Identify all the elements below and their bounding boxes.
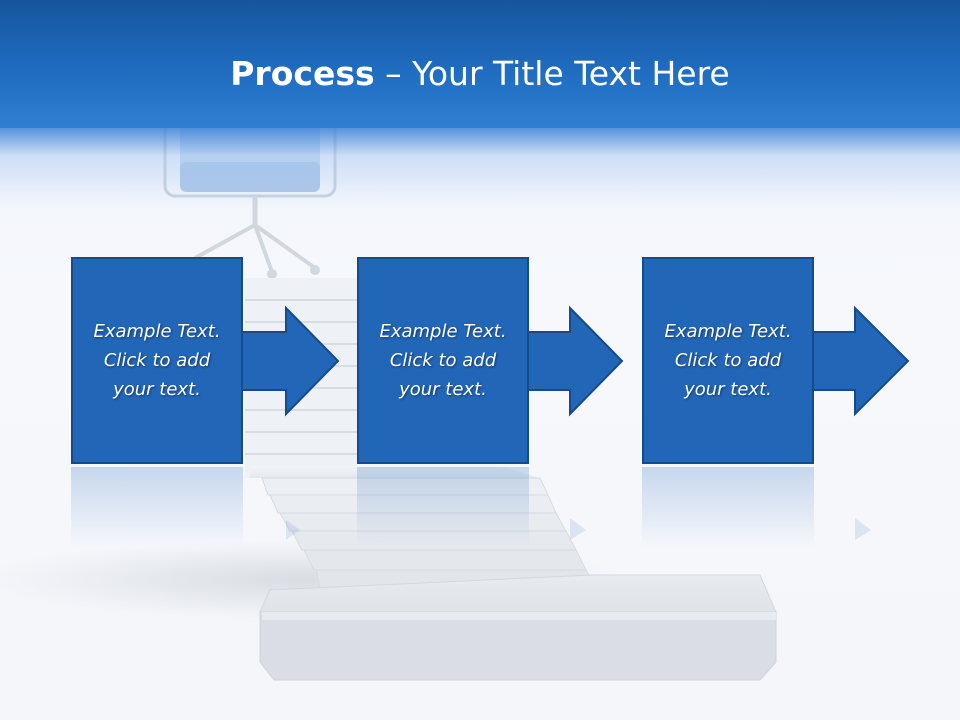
- title-bar: [0, 0, 960, 128]
- arrow-1-icon: [239, 305, 340, 417]
- step-1-reflection: [71, 467, 243, 547]
- arrow-2-icon: [524, 305, 624, 417]
- arrow-3-icon: [809, 305, 910, 417]
- step-2-reflection: [357, 467, 529, 547]
- process-step-2[interactable]: Example Text. Click to add your text.: [357, 257, 529, 464]
- process-step-3[interactable]: Example Text. Click to add your text.: [642, 257, 814, 464]
- title-rest: – Your Title Text Here: [374, 54, 730, 93]
- process-step-1[interactable]: Example Text. Click to add your text.: [71, 257, 243, 464]
- platform: [259, 574, 777, 681]
- title-bar-fade: [0, 128, 960, 208]
- process-step-1-text: Example Text. Click to add your text.: [93, 321, 221, 400]
- process-step-2-text: Example Text. Click to add your text.: [379, 321, 507, 400]
- step-3-reflection: [642, 467, 814, 547]
- process-step-3-text: Example Text. Click to add your text.: [664, 321, 792, 400]
- slide-title[interactable]: Process – Your Title Text Here: [0, 50, 960, 98]
- title-bold: Process: [230, 54, 375, 93]
